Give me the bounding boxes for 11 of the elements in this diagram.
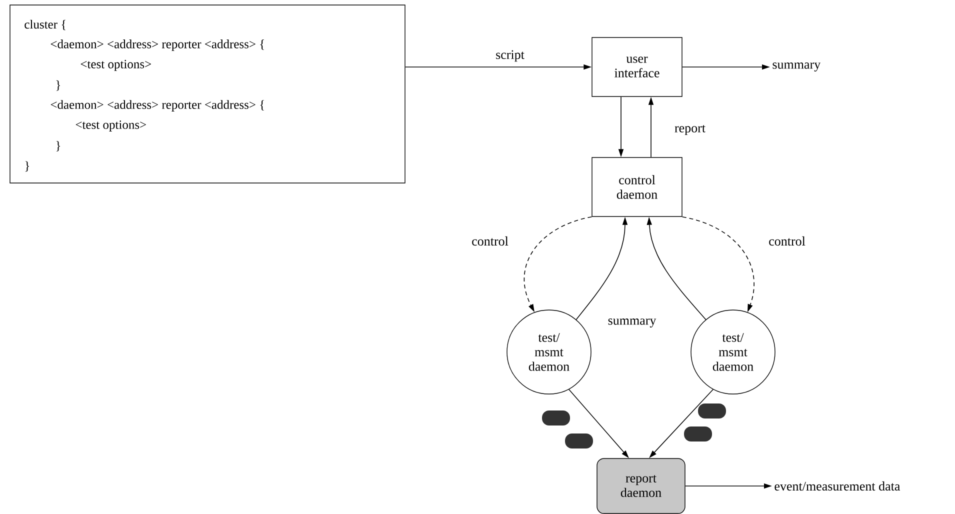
output-label: event/measurement data bbox=[774, 481, 900, 491]
output-label: summary bbox=[772, 62, 821, 72]
code-box: cluster { <daemon> <address> reporter <address> { <test options> } <daemon> <address> reporter <address> { <test options> } } bbox=[10, 4, 406, 184]
edge-label: report bbox=[674, 124, 707, 136]
process-box: user interface bbox=[592, 37, 682, 97]
report-box: report daemon bbox=[596, 458, 686, 514]
edge-label: control bbox=[768, 235, 806, 247]
edge-label: script bbox=[494, 49, 526, 63]
edge-label: summary bbox=[606, 318, 658, 328]
edge-label: control bbox=[470, 235, 510, 247]
process-box: control daemon bbox=[592, 157, 682, 217]
